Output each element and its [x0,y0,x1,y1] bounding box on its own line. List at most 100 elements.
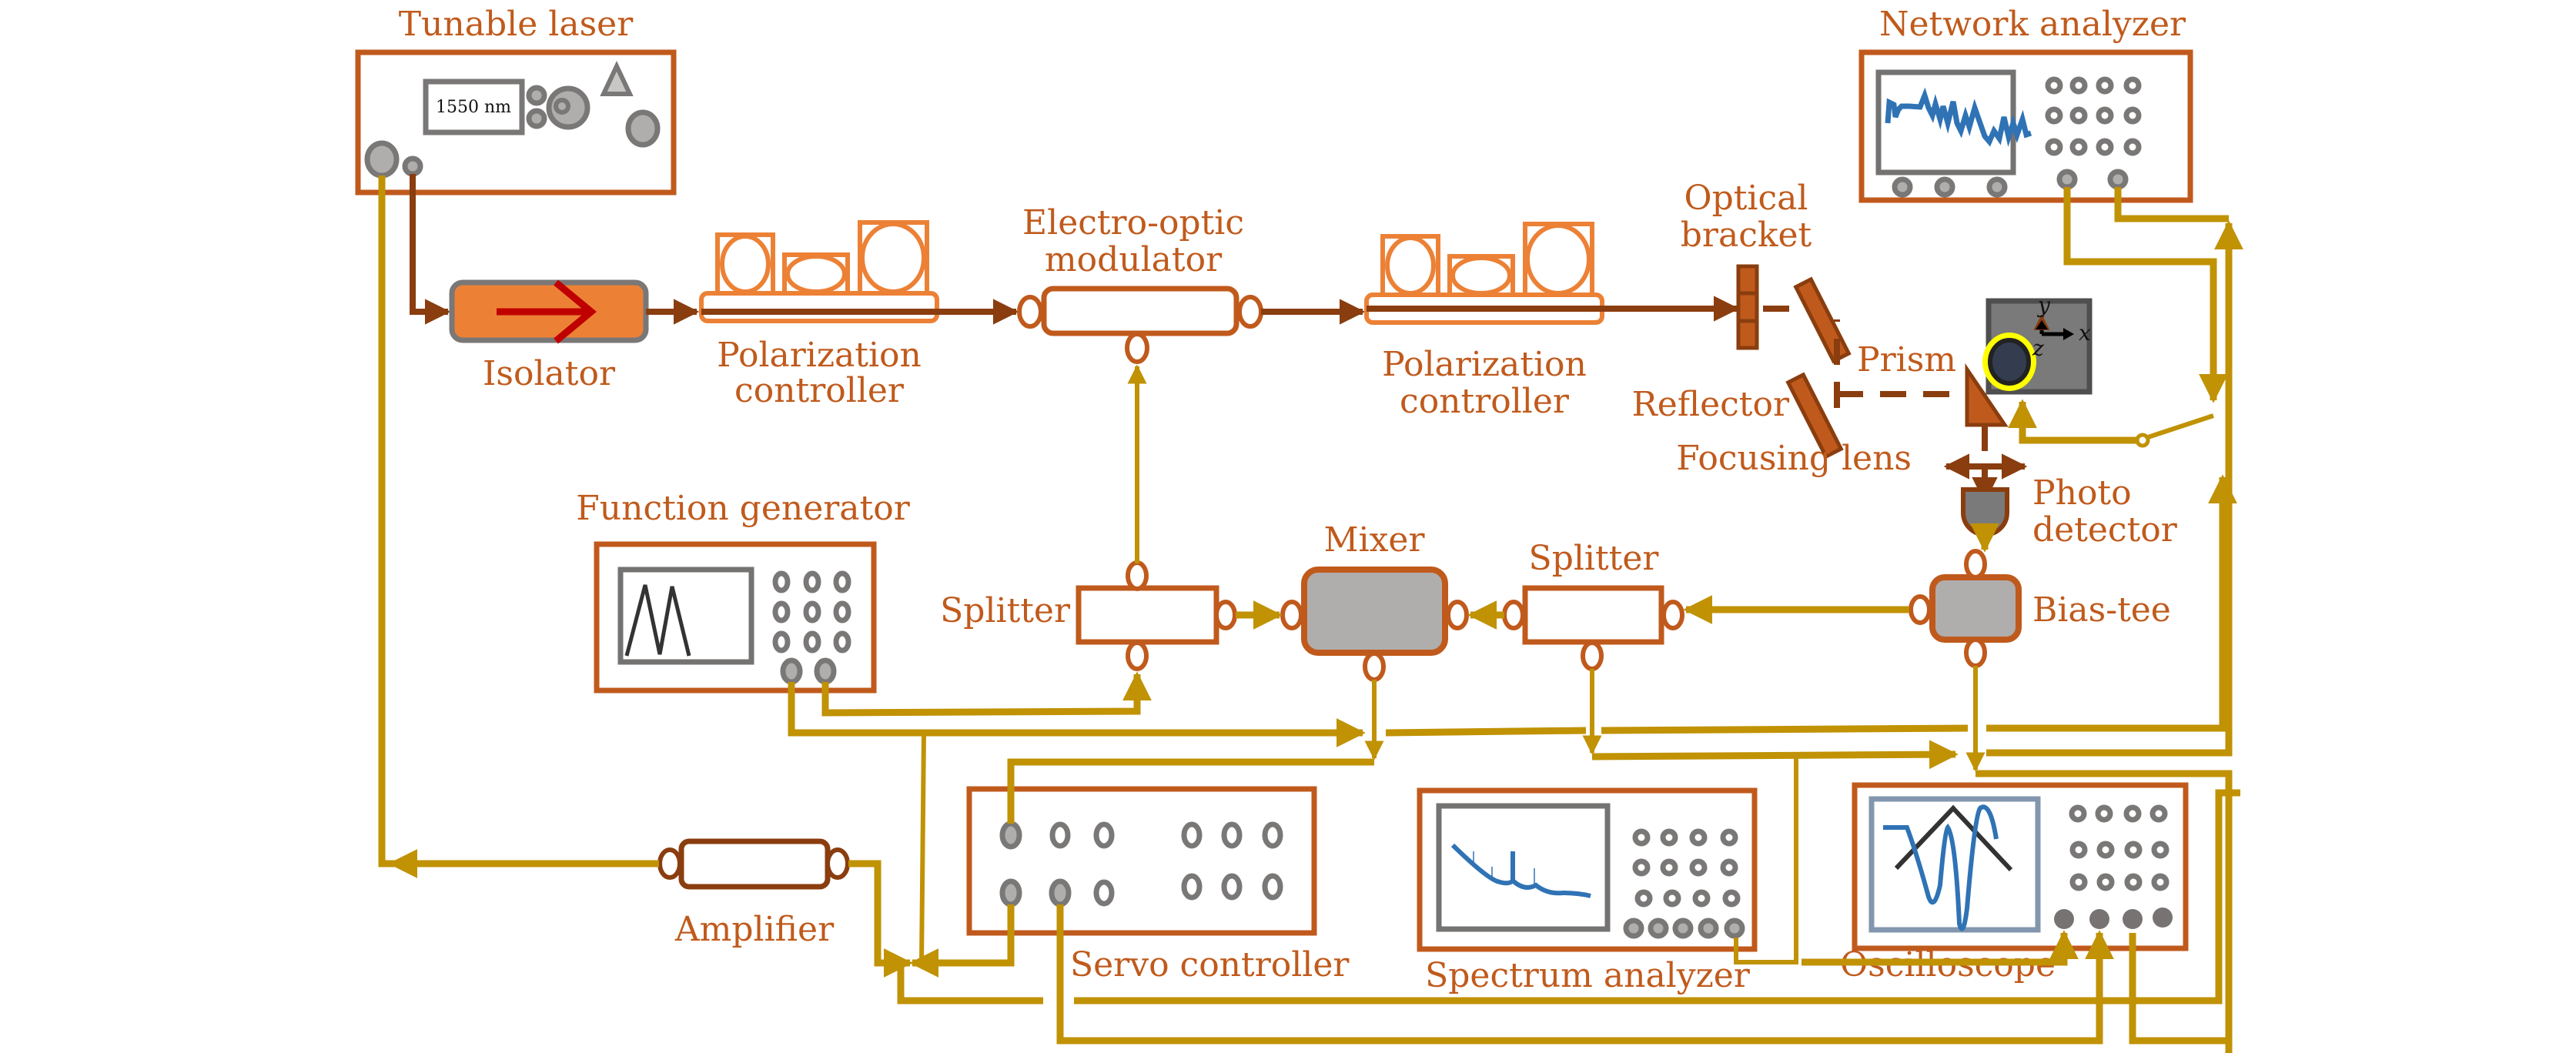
sa-knob[interactable] [1722,889,1741,908]
na-knob[interactable] [2096,76,2114,95]
photodetector[interactable] [1961,487,2009,537]
switch-lever[interactable] [2147,413,2214,440]
servo-knob[interactable] [1093,821,1115,849]
splitter-1-bottom-port[interactable] [1126,640,1149,671]
sa-knob[interactable] [1720,828,1738,847]
fg-knob[interactable] [803,600,821,623]
servo-input-port[interactable] [999,821,1022,850]
bias-tee-top-port[interactable] [1964,549,1987,580]
lower-reflector[interactable] [1785,372,1844,460]
scope-knob[interactable] [2151,841,2170,859]
fg-output-2[interactable] [814,657,837,685]
splitter-1-top-port[interactable] [1126,560,1149,591]
splitter-1-right-port[interactable] [1214,600,1237,630]
na-knob[interactable] [2096,138,2114,156]
na-knob[interactable] [2123,138,2142,156]
scope-knob[interactable] [2151,873,2170,891]
na-knob[interactable] [2045,138,2063,156]
sa-knob[interactable] [1632,828,1651,847]
eom-optical-in-port[interactable] [1017,295,1043,329]
sa-knob[interactable] [1660,828,1678,847]
eom-optical-out-port[interactable] [1237,295,1263,329]
laser-knob[interactable] [625,109,661,148]
sa-knob[interactable] [1660,858,1678,877]
na-knob[interactable] [2069,76,2088,95]
scope-knob[interactable] [2096,873,2115,891]
fg-knob[interactable] [803,570,821,593]
scope-channel-3[interactable] [2123,909,2143,929]
servo-knob[interactable] [1221,821,1243,849]
scope-knob[interactable] [2149,804,2168,823]
scope-knob[interactable] [2124,873,2143,891]
na-screen-button-1[interactable] [1892,176,1913,198]
laser-small-knob-2[interactable] [526,108,547,129]
sa-knob[interactable] [1632,858,1651,877]
servo-knob[interactable] [1093,879,1115,907]
na-knob[interactable] [2069,106,2088,125]
na-screen-button-3[interactable] [1986,176,2008,198]
optical-bracket[interactable] [1736,264,1759,350]
mixer-right-port[interactable] [1446,600,1469,630]
servo-knob[interactable] [1221,873,1243,901]
splitter-2-right-port[interactable] [1661,600,1684,630]
sa-port[interactable] [1623,918,1644,939]
na-screen-button-2[interactable] [1934,176,1955,198]
sa-knob[interactable] [1634,889,1653,908]
scope-knob[interactable] [2069,873,2088,891]
splitter-2-bottom-port[interactable] [1581,640,1604,671]
servo-output-port-1[interactable] [999,878,1022,908]
fg-knob[interactable] [803,630,821,654]
sa-knob[interactable] [1720,858,1738,877]
sa-knob[interactable] [1692,889,1711,908]
amplifier-input-port[interactable] [825,847,850,880]
servo-knob[interactable] [1181,873,1203,901]
sa-input-port[interactable] [1724,918,1745,939]
bias-tee-left-port[interactable] [1909,594,1932,625]
fg-knob[interactable] [833,600,851,623]
sa-port[interactable] [1672,918,1694,939]
servo-knob[interactable] [1049,821,1071,849]
na-knob[interactable] [2069,138,2088,156]
laser-electrical-port[interactable] [364,140,400,179]
scope-knob[interactable] [2096,841,2115,859]
upper-reflector[interactable] [1793,276,1852,364]
sa-knob[interactable] [1689,858,1708,877]
splitter-2-left-port[interactable] [1502,600,1525,630]
fg-knob[interactable] [772,630,791,654]
sa-knob[interactable] [1689,828,1708,847]
fg-knob[interactable] [833,630,851,654]
na-port-out[interactable] [2056,169,2078,190]
switch-pivot[interactable] [2135,433,2150,448]
scope-channel-4[interactable] [2153,908,2173,928]
microresonator[interactable] [1988,338,2031,386]
scope-channel-2[interactable] [2089,909,2109,929]
na-knob[interactable] [2123,76,2142,95]
servo-knob[interactable] [1262,873,1283,901]
mixer-left-port[interactable] [1280,600,1303,630]
mixer-bottom-port[interactable] [1363,651,1386,682]
servo-knob[interactable] [1262,821,1283,849]
sa-port[interactable] [1698,918,1719,939]
servo-output-port-2[interactable] [1049,878,1072,908]
fg-output-1[interactable] [780,657,803,685]
servo-knob[interactable] [1181,821,1203,849]
na-knob[interactable] [2045,106,2063,125]
scope-knob[interactable] [2123,804,2142,823]
scope-knob[interactable] [2069,804,2087,823]
eom-rf-port[interactable] [1125,332,1149,364]
scope-channel-1[interactable] [2054,909,2074,929]
na-knob[interactable] [2096,106,2114,125]
sa-knob[interactable] [1663,889,1681,908]
amplifier-output-port[interactable] [657,847,682,880]
scope-knob[interactable] [2124,841,2143,859]
laser-optical-port[interactable] [402,155,423,177]
na-port-in[interactable] [2107,169,2129,190]
laser-small-knob-1[interactable] [526,85,547,106]
scope-knob[interactable] [2095,804,2113,823]
fg-knob[interactable] [833,570,851,593]
bias-tee-bottom-port[interactable] [1964,637,1987,668]
sa-port[interactable] [1648,918,1669,939]
na-knob[interactable] [2045,76,2063,95]
scope-knob[interactable] [2069,841,2088,859]
fg-knob[interactable] [772,600,791,623]
